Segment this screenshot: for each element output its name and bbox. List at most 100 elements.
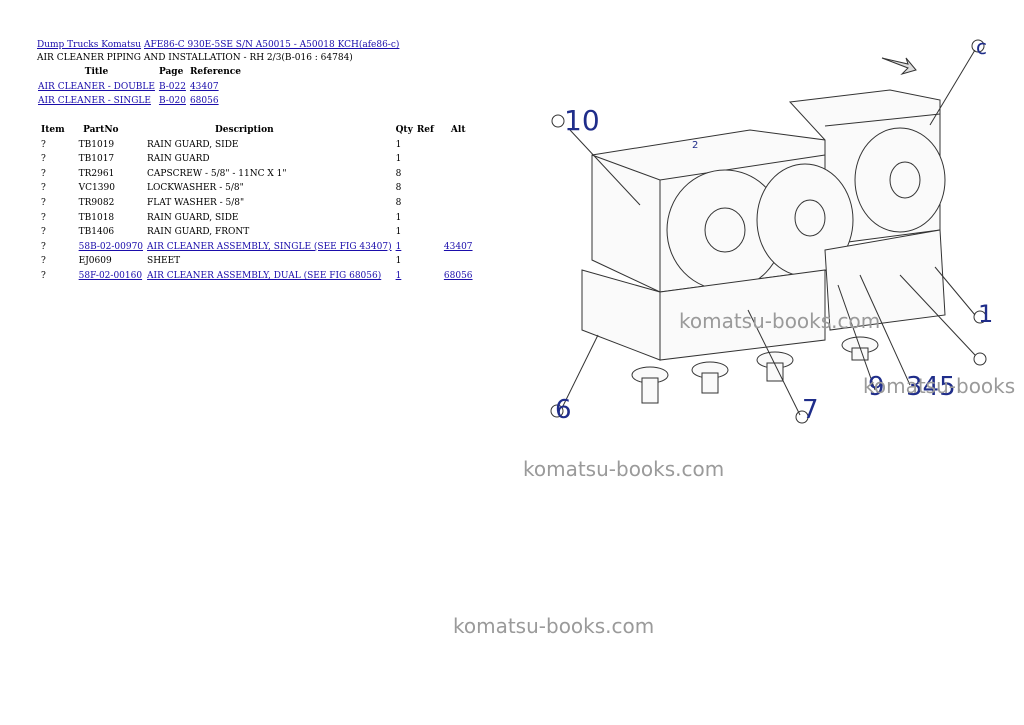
parts-description-text: RAIN GUARD, SIDE [147,139,239,150]
watermark-1: komatsu-books.com [679,309,881,333]
ref-reference-link[interactable]: 43407 [189,81,219,92]
parts-cell-item: ? [39,196,77,211]
parts-header-qty: Qty [395,125,413,135]
parts-cell-description: SHEET [145,254,394,269]
parts-cell-item: ? [39,240,77,255]
parts-partno-text: TB1406 [78,227,115,238]
callout-345: 345 [906,372,956,402]
ref-cell: AIR CLEANER - DOUBLE [36,80,157,95]
parts-cell-partno: 58B-02-00970 [77,240,145,255]
parts-qty-text: 8 [395,183,402,194]
ref-cell: 43407 [188,80,243,95]
parts-row: ?TB1406 RAIN GUARD, FRONT 1 [39,225,475,240]
parts-diagram: 10 6 7 9 345 2 c 1 [520,30,1020,440]
parts-description-text: FLAT WASHER - 5/8" [147,197,245,208]
parts-alt-link[interactable]: 68056 [443,270,473,281]
parts-header-item: Item [41,125,65,135]
parts-item-text: ? [41,183,46,194]
parts-cell-alt [442,181,475,196]
callout-c: c [976,35,987,59]
breadcrumb-model-link[interactable]: AFE86-C 930E-5SE S/N A50015 - A50018 KCH… [143,40,400,50]
parts-cell-description: AIR CLEANER ASSEMBLY, SINGLE (SEE FIG 43… [145,240,394,255]
parts-cell-qty: 1 [394,211,415,226]
parts-description-text: CAPSCREW - 5/8" - 11NC X 1" [147,168,287,179]
parts-qty-link[interactable]: 1 [395,241,402,252]
ref-page-link[interactable]: B-022 [158,81,186,92]
callout-6: 6 [555,395,572,425]
parts-header-ref: Ref [416,125,434,135]
parts-cell-item: ? [39,167,77,182]
parts-description-text: RAIN GUARD, FRONT [147,227,250,238]
parts-cell-partno: VC1390 [77,181,145,196]
parts-cell-partno: TB1406 [77,225,145,240]
parts-cell-ref [415,211,442,226]
direction-arrow-icon [881,57,917,76]
parts-cell-partno: TB1018 [77,211,145,226]
ref-page-link[interactable]: B-020 [158,96,186,107]
parts-partno-text: TR2961 [78,168,115,179]
callout-10: 10 [564,104,600,137]
parts-partno-text: VC1390 [78,183,115,194]
parts-cell-alt [442,167,475,182]
parts-header-alt: Alt [450,125,466,135]
parts-cell-description: RAIN GUARD, SIDE [145,211,394,226]
parts-cell-alt [442,211,475,226]
parts-cell-qty: 1 [394,225,415,240]
parts-cell-item: ? [39,254,77,269]
parts-cell-alt: 43407 [442,240,475,255]
reference-table: Title Page Reference AIR CLEANER - DOUBL… [36,65,243,109]
breadcrumb-root-link[interactable]: Dump Trucks Komatsu [37,40,142,50]
parts-cell-description: RAIN GUARD, FRONT [145,225,394,240]
parts-cell-qty: 8 [394,167,415,182]
parts-cell-qty: 1 [394,240,415,255]
parts-description-link[interactable]: AIR CLEANER ASSEMBLY, DUAL (SEE FIG 6805… [147,270,382,281]
parts-cell-alt [442,196,475,211]
parts-item-text: ? [41,168,46,179]
parts-cell-description: RAIN GUARD [145,152,394,167]
parts-cell-alt [442,225,475,240]
parts-partno-link[interactable]: 58F-02-00160 [78,270,143,281]
callout-2: 2 [692,140,698,151]
parts-description-text: RAIN GUARD, SIDE [147,212,239,223]
parts-partno-link[interactable]: 58B-02-00970 [78,241,144,252]
parts-cell-ref [415,240,442,255]
parts-item-text: ? [41,154,46,165]
parts-cell-alt [442,152,475,167]
parts-qty-text: 1 [395,139,402,150]
callout-7: 7 [802,395,819,425]
parts-description-link[interactable]: AIR CLEANER ASSEMBLY, SINGLE (SEE FIG 43… [147,241,392,252]
watermark-3: komatsu-books.com [523,457,725,481]
ref-cell: B-020 [157,94,188,109]
parts-cell-qty: 8 [394,196,415,211]
watermark-4: komatsu-books.com [453,614,655,638]
ref-title-link[interactable]: AIR CLEANER - DOUBLE [38,81,155,92]
ref-cell: B-022 [157,80,188,95]
lower-box-right [824,229,946,331]
ref-cell: AIR CLEANER - SINGLE [36,94,157,109]
parts-cell-ref [415,254,442,269]
parts-cell-item: ? [39,181,77,196]
air-cleaner-illustration: 10 6 7 9 345 2 c 1 [550,35,993,425]
parts-cell-ref [415,181,442,196]
parts-alt-link[interactable]: 43407 [443,241,473,252]
parts-header-partno: PartNo [83,125,119,135]
parts-cell-item: ? [39,211,77,226]
parts-partno-text: TB1018 [78,212,115,223]
parts-cell-qty: 1 [394,254,415,269]
ref-reference-link[interactable]: 68056 [189,96,219,107]
ref-title-link[interactable]: AIR CLEANER - SINGLE [38,96,151,107]
parts-qty-link[interactable]: 1 [395,270,402,281]
parts-qty-text: 1 [395,154,402,165]
parts-cell-item: ? [39,225,77,240]
parts-cell-alt [442,138,475,153]
parts-cell-partno: TR9082 [77,196,145,211]
parts-item-text: ? [41,241,46,252]
parts-item-text: ? [41,197,46,208]
